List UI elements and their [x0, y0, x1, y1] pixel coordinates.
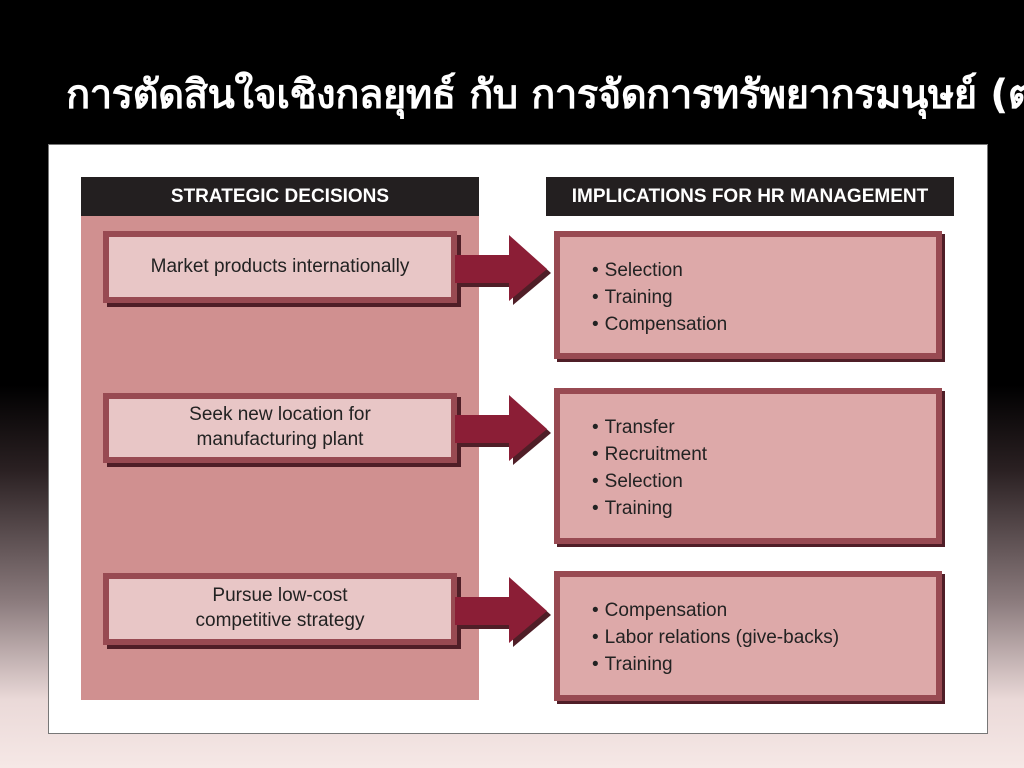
implication-item: Labor relations (give-backs): [592, 624, 839, 651]
arrow-icon-2: [455, 395, 551, 465]
implication-item: Compensation: [592, 597, 839, 624]
decision-text: manufacturing plant: [196, 429, 364, 450]
implication-item: Training: [592, 284, 727, 311]
decision-text: Market products internationally: [150, 255, 410, 277]
implication-item: Training: [592, 495, 707, 522]
diagram-panel: STRATEGIC DECISIONS IMPLICATIONS FOR HR …: [48, 144, 988, 734]
slide-title: การตัดสินใจเชิงกลยุทธ์ กับ การจัดการทรัพ…: [66, 72, 1024, 118]
implication-item: Selection: [592, 468, 707, 495]
strategic-decisions-header: STRATEGIC DECISIONS: [81, 177, 479, 216]
hr-implications-header: IMPLICATIONS FOR HR MANAGEMENT: [546, 177, 954, 216]
decision-text: Pursue low-cost: [212, 585, 348, 607]
decision-box-2: Seek new location for manufacturing plan…: [103, 393, 457, 463]
decision-text: competitive strategy: [195, 610, 365, 631]
implication-box-3: Compensation Labor relations (give-backs…: [554, 571, 942, 701]
decision-box-1: Market products internationally: [103, 231, 457, 303]
decision-text: Seek new location for: [189, 404, 371, 426]
implication-item: Training: [592, 651, 839, 678]
implication-item: Transfer: [592, 414, 707, 441]
implication-item: Selection: [592, 257, 727, 284]
implication-item: Compensation: [592, 311, 728, 338]
implication-item: Recruitment: [592, 441, 707, 468]
decision-box-3: Pursue low-cost competitive strategy: [103, 573, 457, 645]
implication-box-1: Selection Training Compensation: [554, 231, 942, 359]
arrow-icon-1: [455, 235, 551, 305]
arrow-icon-3: [455, 577, 551, 647]
implication-box-2: Transfer Recruitment Selection Training: [554, 388, 942, 544]
